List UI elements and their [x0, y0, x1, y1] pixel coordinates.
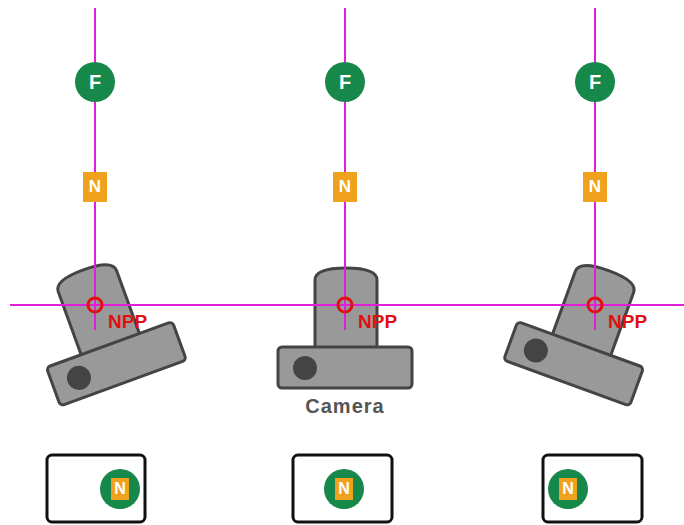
node-text: N: [111, 478, 129, 500]
node-text: F: [89, 71, 101, 94]
near-point-square: N: [583, 172, 607, 202]
npp-label: NPP: [608, 311, 647, 333]
node-text: F: [589, 71, 601, 94]
near-point-square: N: [83, 172, 107, 202]
node-text: N: [589, 177, 601, 197]
npp-label: NPP: [358, 311, 397, 333]
far-point-circle: F: [75, 62, 115, 102]
node-text: N: [335, 478, 353, 500]
axis-lines: [10, 8, 684, 330]
camera-label: Camera: [305, 395, 384, 418]
far-point-circle: F: [575, 62, 615, 102]
camera-tilted-left: [19, 247, 186, 406]
view-near-marker: N: [548, 469, 588, 509]
npp-label: NPP: [108, 311, 147, 333]
far-point-circle: F: [325, 62, 365, 102]
near-point-square: N: [333, 172, 357, 202]
axis-connector: [344, 102, 346, 172]
camera-tilted-right: [504, 247, 671, 406]
node-text: N: [89, 177, 101, 197]
viewfinder-frame: [47, 455, 642, 522]
node-text: F: [339, 71, 351, 94]
npp-marker: [88, 298, 602, 312]
axis-connector: [94, 102, 96, 172]
node-text: N: [559, 478, 577, 500]
view-near-marker: N: [100, 469, 140, 509]
view-near-marker: N: [324, 469, 364, 509]
node-text: N: [339, 177, 351, 197]
axis-connector: [594, 102, 596, 172]
